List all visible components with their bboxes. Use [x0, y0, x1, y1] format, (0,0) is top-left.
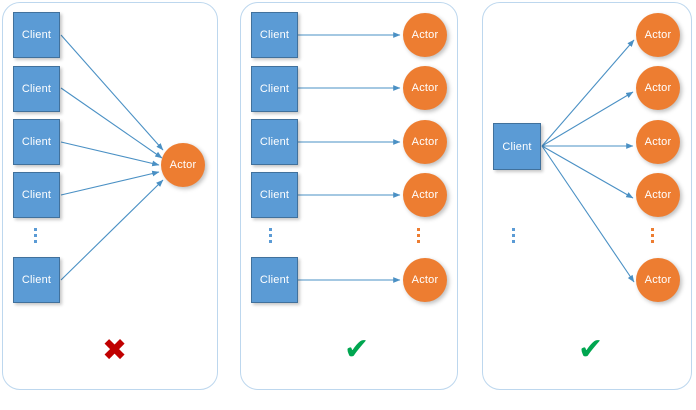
actor-node[interactable]: Actor	[403, 66, 447, 110]
client-ellipsis-icon	[512, 228, 515, 243]
actor-label: Actor	[644, 136, 672, 148]
actor-label: Actor	[169, 159, 197, 171]
actor-node[interactable]: Actor	[403, 120, 447, 164]
client-node[interactable]: Client	[251, 12, 298, 58]
client-label: Client	[21, 83, 52, 95]
actor-label: Actor	[644, 29, 672, 41]
client-label: Client	[502, 140, 532, 153]
client-node[interactable]: Client	[251, 119, 298, 165]
client-label: Client	[259, 83, 290, 95]
panel-many-clients-one-actor	[2, 2, 218, 390]
check-icon: ✔	[578, 332, 604, 367]
actor-label: Actor	[411, 189, 439, 201]
client-label: Client	[259, 29, 290, 41]
client-ellipsis-icon	[34, 228, 37, 243]
panel-one-client-one-actor	[240, 2, 458, 390]
actor-node[interactable]: Actor	[403, 13, 447, 57]
client-node[interactable]: Client	[251, 257, 298, 303]
client-label: Client	[259, 136, 290, 148]
client-node[interactable]: Client	[13, 257, 60, 303]
client-label: Client	[259, 274, 290, 286]
client-node[interactable]: Client	[13, 172, 60, 218]
cross-icon: ✖	[102, 333, 128, 368]
actor-ellipsis-icon	[417, 228, 420, 243]
client-node[interactable]: Client	[493, 123, 541, 170]
client-ellipsis-icon	[269, 228, 272, 243]
check-icon: ✔	[344, 332, 370, 367]
panel-one-client-many-actors	[482, 2, 692, 390]
actor-label: Actor	[411, 136, 439, 148]
actor-label: Actor	[411, 29, 439, 41]
actor-label: Actor	[411, 274, 439, 286]
actor-node[interactable]: Actor	[636, 258, 680, 302]
actor-node[interactable]: Actor	[403, 173, 447, 217]
client-node[interactable]: Client	[13, 119, 60, 165]
client-label: Client	[259, 189, 290, 201]
actor-ellipsis-icon	[651, 228, 654, 243]
actor-label: Actor	[411, 82, 439, 94]
actor-label: Actor	[644, 82, 672, 94]
actor-node[interactable]: Actor	[636, 13, 680, 57]
actor-node[interactable]: Actor	[161, 143, 205, 187]
client-label: Client	[21, 29, 52, 41]
client-node[interactable]: Client	[13, 66, 60, 112]
actor-node[interactable]: Actor	[636, 66, 680, 110]
client-node[interactable]: Client	[13, 12, 60, 58]
client-label: Client	[21, 136, 52, 148]
client-label: Client	[21, 189, 52, 201]
actor-node[interactable]: Actor	[636, 173, 680, 217]
client-label: Client	[21, 274, 52, 286]
client-node[interactable]: Client	[251, 66, 298, 112]
actor-node[interactable]: Actor	[403, 258, 447, 302]
actor-node[interactable]: Actor	[636, 120, 680, 164]
actor-label: Actor	[644, 189, 672, 201]
actor-label: Actor	[644, 274, 672, 286]
client-node[interactable]: Client	[251, 172, 298, 218]
